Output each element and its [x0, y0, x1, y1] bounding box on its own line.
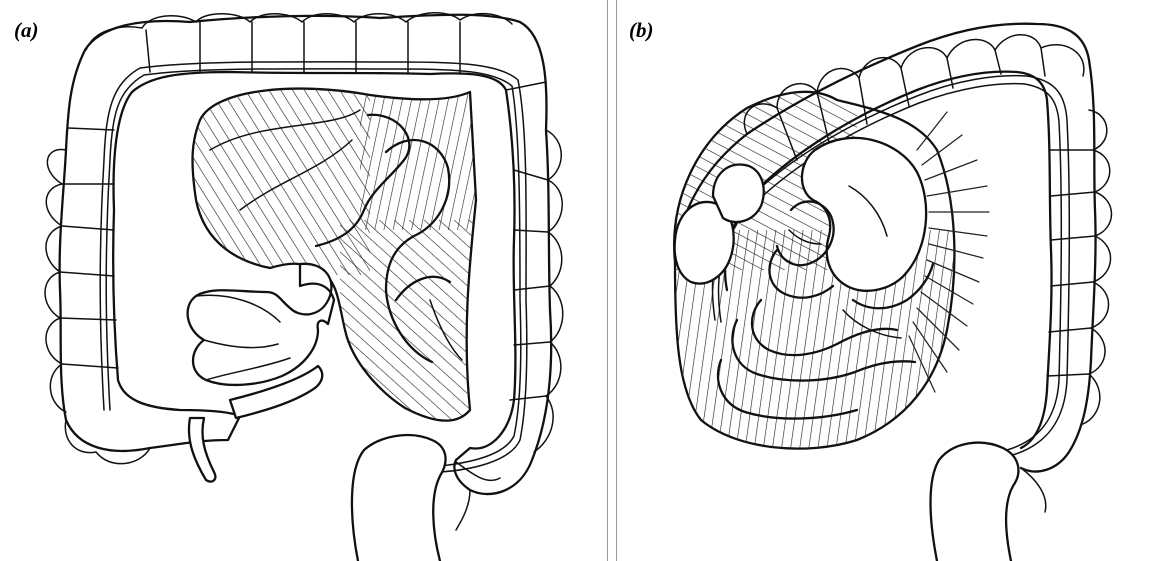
panel-b-illustration — [617, 0, 1158, 561]
small-intestine-a — [188, 85, 480, 430]
panel-a: (a) — [0, 0, 608, 561]
panel-b: (b) — [616, 0, 1158, 561]
panel-a-illustration — [0, 0, 607, 561]
